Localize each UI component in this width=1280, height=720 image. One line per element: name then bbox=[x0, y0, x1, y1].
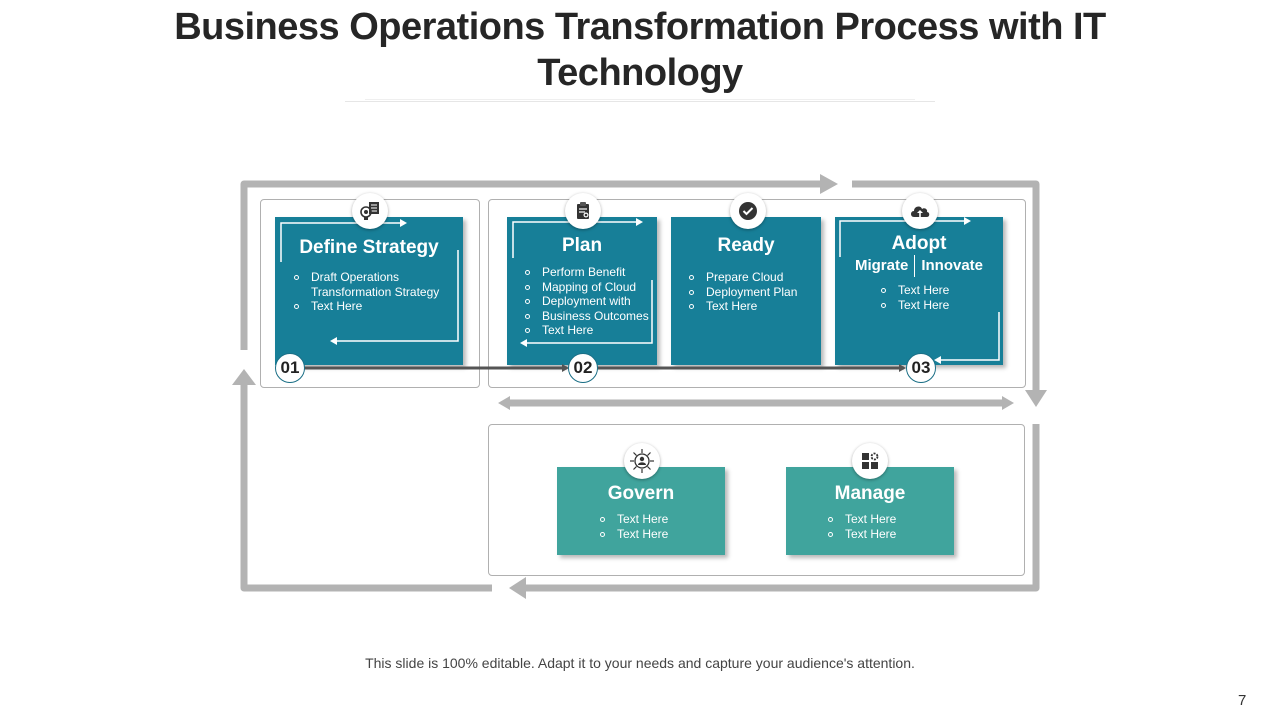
top-left-arrow-line bbox=[240, 180, 822, 350]
list-item: Text Here bbox=[599, 512, 709, 527]
card-manage: Manage Text Here Text Here bbox=[786, 467, 954, 555]
ready-bullets: Prepare Cloud Deployment Plan Text Here bbox=[688, 270, 818, 314]
define-strategy-bullets: Draft Operations Transformation Strategy… bbox=[293, 270, 453, 314]
list-item: Text Here bbox=[827, 512, 937, 527]
double-arrowhead-right bbox=[1002, 396, 1014, 410]
list-item: Perform Benefit bbox=[524, 265, 664, 280]
govern-bullets: Text Here Text Here bbox=[599, 512, 709, 541]
card-plan: Plan Perform Benefit Mapping of Cloud De… bbox=[507, 217, 657, 365]
list-item: Deployment with bbox=[524, 294, 664, 309]
check-circle-icon bbox=[730, 193, 766, 229]
step-number-01: 01 bbox=[275, 353, 305, 383]
manage-bullets: Text Here Text Here bbox=[827, 512, 937, 541]
bottom-arrowhead bbox=[509, 577, 526, 599]
top-arrowhead bbox=[820, 174, 838, 194]
clipboard-plan-icon bbox=[565, 193, 601, 229]
footer-note: This slide is 100% editable. Adapt it to… bbox=[365, 655, 915, 671]
card-adopt: Adopt Migrate Innovate Text Here Text He… bbox=[835, 217, 1003, 365]
page-number: 7 bbox=[1238, 692, 1247, 709]
card-govern: Govern Text Here Text Here bbox=[557, 467, 725, 555]
double-arrowhead-left bbox=[498, 396, 510, 410]
slide-title: Business Operations Transformation Proce… bbox=[174, 6, 1106, 94]
card-define-strategy: Define Strategy Draft Operations Transfo… bbox=[275, 217, 463, 365]
list-item: Text Here bbox=[880, 283, 990, 298]
adopt-migrate-label: Migrate bbox=[854, 257, 909, 274]
list-item: Text Here bbox=[524, 323, 664, 338]
plan-title: Plan bbox=[561, 235, 603, 256]
adopt-title: Adopt bbox=[891, 233, 947, 254]
define-strategy-title: Define Strategy bbox=[299, 237, 439, 258]
title-underline-inner bbox=[365, 99, 915, 100]
bottom-left-arrow-line bbox=[240, 384, 492, 592]
cloud-upload-icon bbox=[902, 193, 938, 229]
right-down-arrow-line bbox=[852, 180, 1040, 392]
list-item: Prepare Cloud bbox=[688, 270, 818, 285]
adopt-subhead-divider bbox=[914, 255, 916, 277]
list-item: Deployment Plan bbox=[688, 285, 818, 300]
list-item: Text Here bbox=[293, 299, 453, 314]
ready-title: Ready bbox=[717, 235, 775, 256]
bottom-right-arrow-line bbox=[522, 424, 1040, 592]
list-item: Text Here bbox=[880, 298, 990, 313]
widgets-gear-icon bbox=[852, 443, 888, 479]
lightbulb-document-icon bbox=[352, 193, 388, 229]
list-item: Text Here bbox=[827, 527, 937, 542]
plan-bullets: Perform Benefit Mapping of Cloud Deploym… bbox=[524, 265, 664, 338]
adopt-subheads: Migrate Innovate bbox=[835, 255, 1003, 277]
people-network-icon bbox=[624, 443, 660, 479]
list-item: Business Outcomes bbox=[524, 309, 664, 324]
card-ready: Ready Prepare Cloud Deployment Plan Text… bbox=[671, 217, 821, 365]
step-number-02: 02 bbox=[568, 353, 598, 383]
title-underline bbox=[345, 101, 935, 102]
govern-title: Govern bbox=[607, 483, 675, 504]
list-item: Text Here bbox=[688, 299, 818, 314]
adopt-innovate-label: Innovate bbox=[921, 257, 984, 274]
list-item: Mapping of Cloud bbox=[524, 280, 664, 295]
step-number-03: 03 bbox=[906, 353, 936, 383]
left-arrowhead bbox=[232, 369, 256, 385]
adopt-bullets: Text Here Text Here bbox=[880, 283, 990, 312]
right-arrowhead bbox=[1025, 390, 1047, 407]
manage-title: Manage bbox=[834, 483, 906, 504]
list-item: Draft Operations Transformation Strategy bbox=[293, 270, 453, 299]
list-item: Text Here bbox=[599, 527, 709, 542]
